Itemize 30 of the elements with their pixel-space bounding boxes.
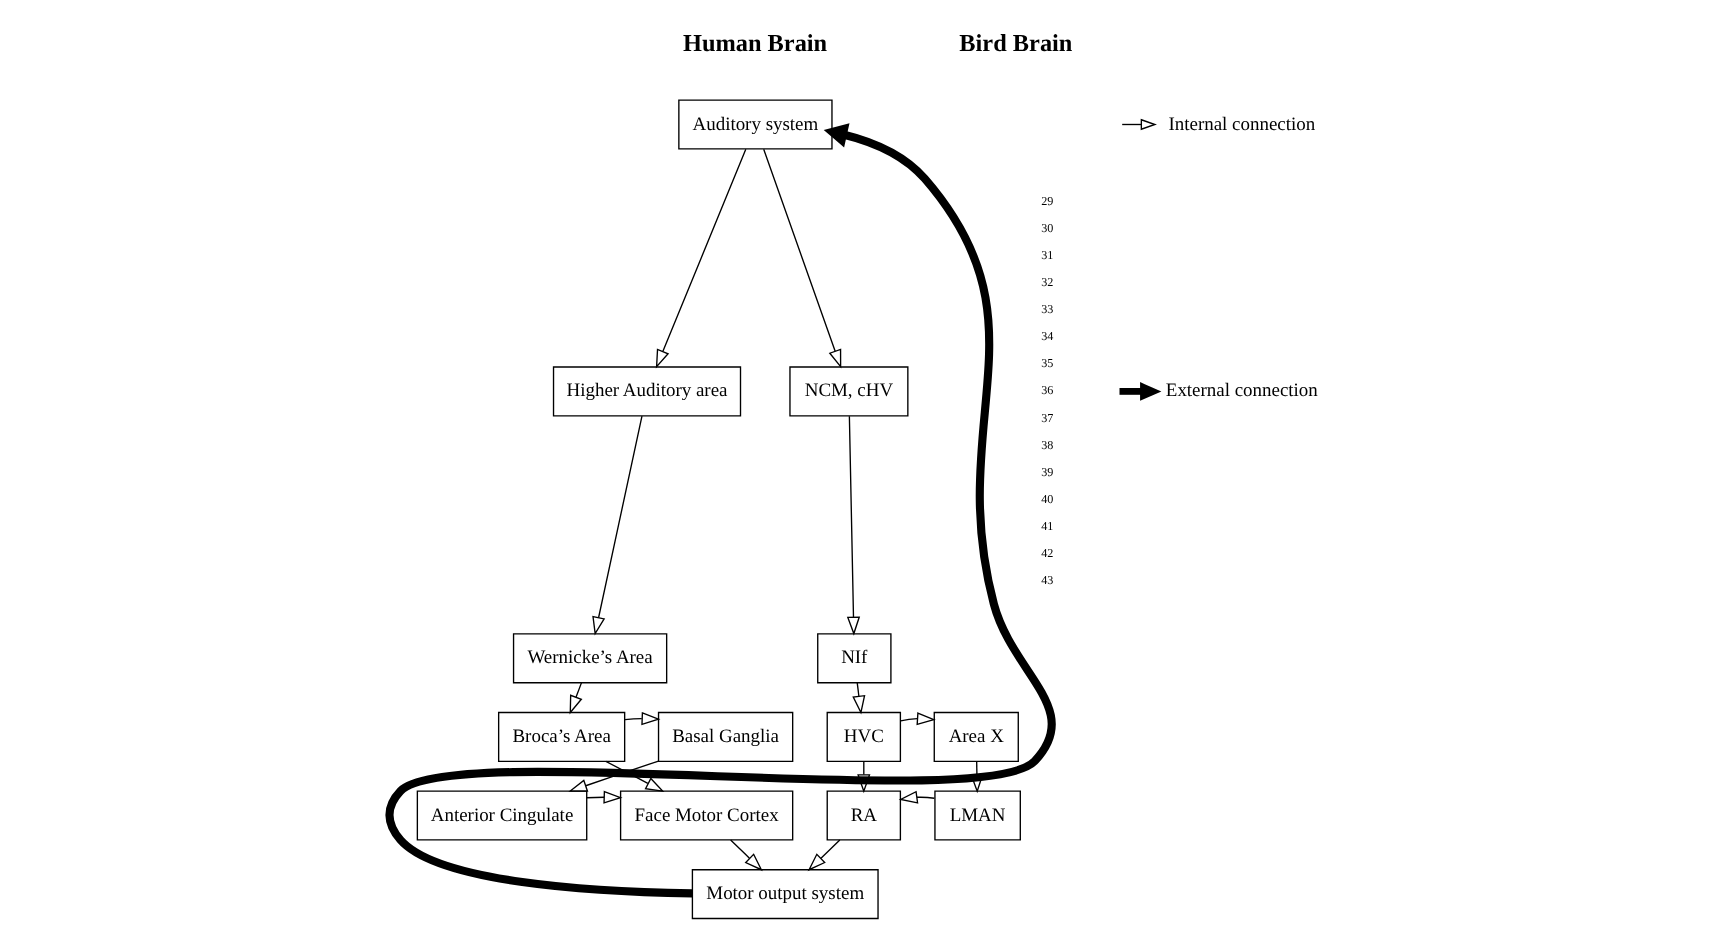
arrow — [384, 123, 1055, 898]
node-box: LMAN — [933, 790, 1020, 841]
node-box: NIf — [816, 633, 891, 684]
node-box: Anterior Cingulate — [415, 790, 587, 841]
legend-label: Internal connection — [1167, 115, 1315, 136]
node-box: Wernicke’s Area — [511, 633, 667, 684]
node-box: Area X — [932, 711, 1018, 762]
node-box: Motor output system — [690, 869, 878, 920]
node-box: Face Motor Cortex — [618, 790, 793, 841]
node-box: HVC — [825, 711, 901, 762]
arrow — [567, 760, 659, 792]
node-box: Basal Ganglia — [656, 711, 793, 762]
arrow — [654, 148, 746, 369]
arrow — [728, 839, 762, 872]
arrow — [845, 415, 860, 636]
node-box: RA — [825, 790, 901, 841]
arrow — [568, 682, 582, 715]
arrow — [899, 712, 935, 726]
node-box: Auditory system — [677, 99, 832, 150]
legend-label: External connection — [1164, 382, 1317, 403]
label: Human Brain — [681, 28, 827, 57]
node-box: Higher Auditory area — [551, 366, 741, 417]
arrow — [623, 712, 660, 726]
node-box: NCM, cHV — [788, 366, 908, 417]
arrow — [604, 760, 664, 793]
arrow — [806, 839, 840, 872]
arrow — [591, 415, 642, 636]
node-box: Broca’s Area — [496, 711, 625, 762]
label: Bird Brain — [958, 28, 1072, 57]
arrow — [762, 148, 841, 369]
